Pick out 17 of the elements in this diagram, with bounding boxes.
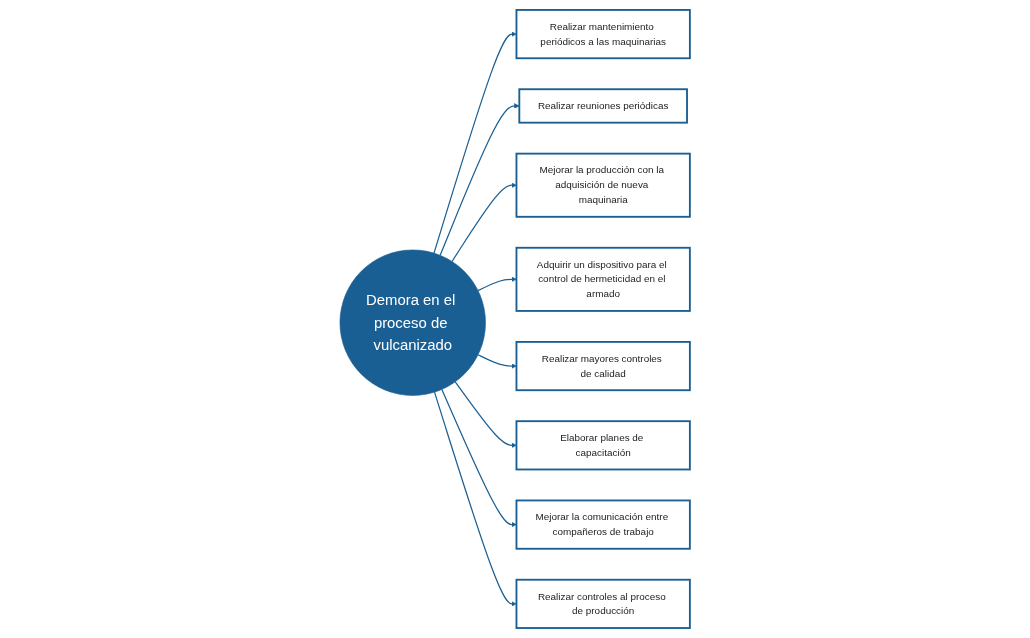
node-circle: Demora en el proceso de vulcanizado	[339, 249, 486, 396]
node-box: Mejorar la producción con la adquisición de nueva maquinaria	[515, 152, 691, 218]
node-box: Mejorar la comunicación entre compañeros de trabajo	[515, 499, 691, 550]
arrow	[451, 182, 517, 263]
node-box: Realizar reuniones periódicas	[518, 88, 688, 124]
node-box: Realizar mantenimiento periódicos a las maquinarias	[515, 9, 691, 60]
arrow	[477, 276, 517, 292]
arrow	[454, 381, 517, 449]
arrow	[477, 354, 517, 369]
node-box: Realizar controles al proceso de producción	[515, 578, 691, 629]
arrow	[439, 103, 520, 256]
arrow	[441, 388, 517, 528]
node-box: Elaborar planes de capacitación	[515, 420, 691, 471]
node-box: Adquirir un dispositivo para el control de hermeticidad en el armado	[515, 246, 691, 312]
arrow	[433, 31, 517, 254]
arrow	[434, 391, 517, 607]
node-box: Realizar mayores controles de calidad	[515, 341, 691, 392]
